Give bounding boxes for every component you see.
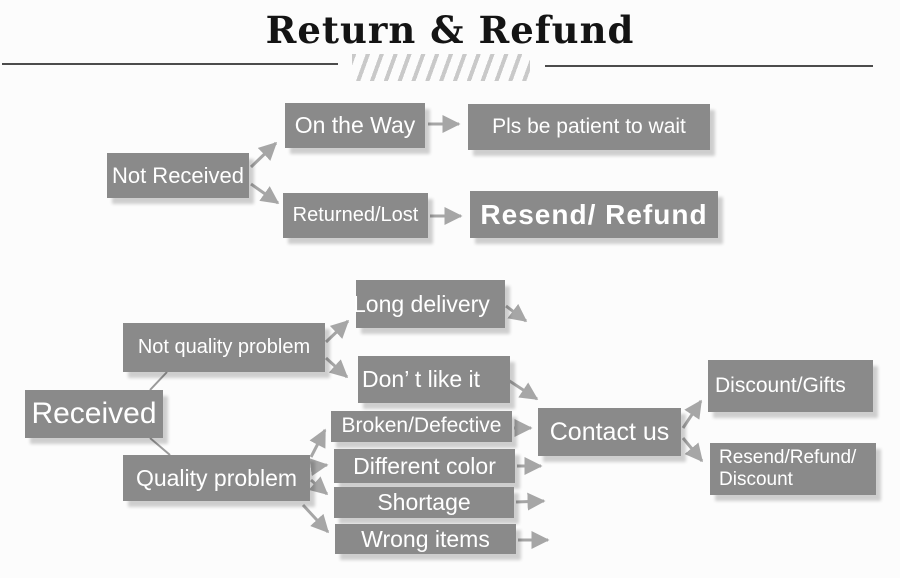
title-hatch-decoration	[352, 54, 530, 81]
node-discount-gifts: Discount/Gifts	[708, 360, 873, 412]
arrow-quality-to-different-color	[309, 458, 329, 477]
arrow-long-delivery-to-contact-us	[505, 303, 528, 323]
node-long-delivery: Long delivery	[353, 280, 505, 328]
node-resend-refund-discount-line1: Resend/Refund/	[719, 447, 857, 469]
arrow-contact-us-to-resend-refund-discount	[681, 437, 704, 463]
arrow-quality-to-shortage	[308, 476, 329, 496]
arrow-not-quality-to-long-delivery	[324, 319, 350, 344]
node-received: Received	[25, 390, 163, 438]
node-shortage: Shortage	[334, 487, 514, 518]
title-rule-right	[545, 65, 873, 67]
arrow-dont-like-it-to-contact-us	[507, 378, 539, 401]
node-different-color: Different color	[334, 449, 515, 483]
arrow-shortage-to-contact-us	[515, 492, 546, 511]
title-rule-left	[2, 63, 338, 65]
arrow-not-quality-to-dont-like-it	[324, 356, 349, 379]
node-resend-refund-discount: Resend/Refund/ Discount	[710, 443, 876, 495]
node-dont-like-it: Don’ t like it	[358, 356, 510, 403]
node-broken-defective: Broken/Defective	[331, 411, 512, 442]
arrow-contact-us-to-discount-gifts	[681, 399, 703, 429]
arrow-not-received-to-on-the-way	[249, 141, 278, 169]
line-received-to-not-quality	[149, 371, 168, 391]
node-on-the-way: On the Way	[285, 103, 425, 148]
node-resend-refund: Resend/ Refund	[470, 191, 718, 238]
node-pls-be-patient-to-wait: Pls be patient to wait	[468, 104, 710, 150]
node-resend-refund-discount-line2: Discount	[719, 469, 793, 490]
arrow-quality-to-wrong-items	[301, 503, 330, 534]
node-contact-us: Contact us	[538, 408, 681, 456]
node-returned-lost: Returned/Lost	[283, 193, 428, 238]
node-quality-problem: Quality problem	[123, 455, 310, 501]
node-not-received: Not Received	[107, 153, 249, 198]
line-received-to-quality-problem	[149, 437, 171, 456]
arrow-not-received-to-returned-lost	[250, 182, 280, 205]
page-title: Return & Refund	[265, 8, 635, 52]
arrow-quality-to-broken-defective	[309, 428, 327, 458]
node-not-quality-problem: Not quality problem	[123, 323, 325, 372]
node-wrong-items: Wrong items	[335, 524, 516, 554]
